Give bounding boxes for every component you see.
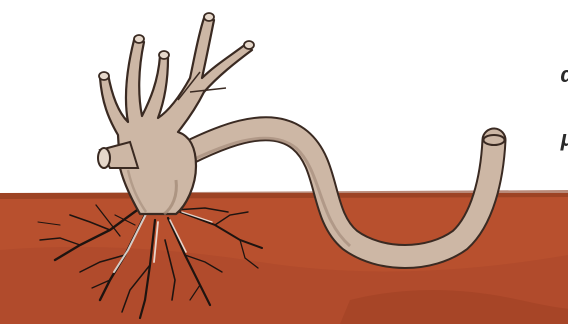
caption-line-1: α — [560, 64, 568, 86]
caption-line-2: μ — [561, 128, 568, 150]
shrub-trunk — [98, 13, 254, 214]
